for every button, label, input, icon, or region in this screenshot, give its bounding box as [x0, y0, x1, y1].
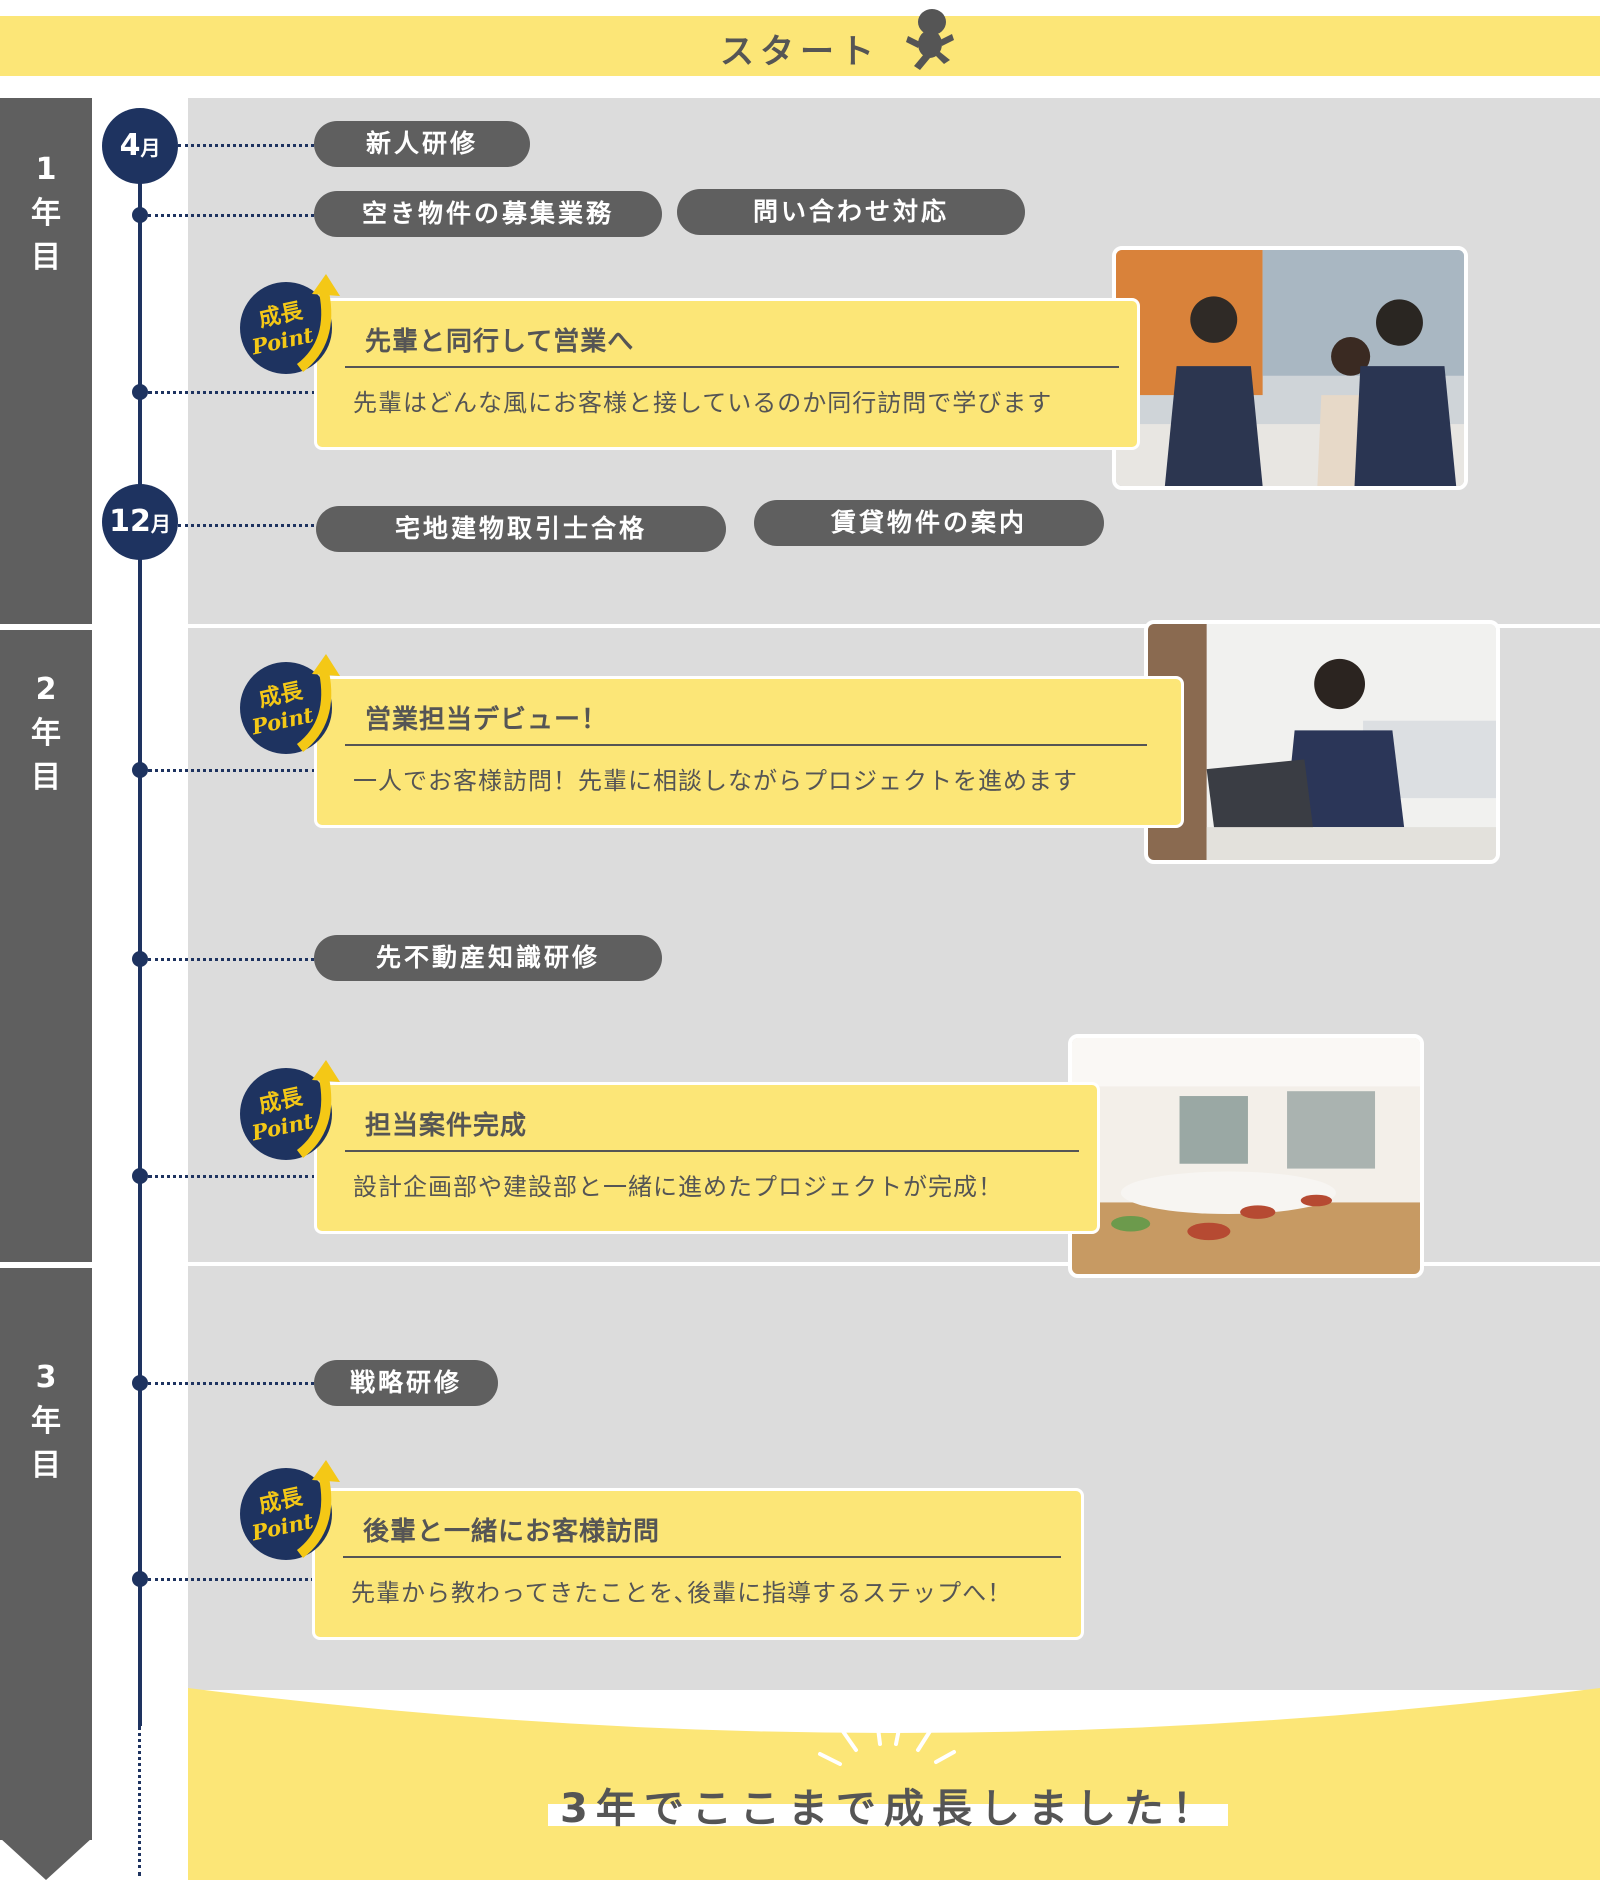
timeline-dot — [132, 1168, 148, 1184]
connector — [148, 1175, 316, 1178]
timeline-line — [138, 146, 142, 1726]
year3-column — [0, 1268, 92, 1840]
growth-arrow-icon: 成長 Point — [240, 274, 340, 374]
pill-vacancy-recruitment: 空き物件の募集業務 — [314, 191, 662, 237]
year1-label: 1 年 目 — [31, 152, 61, 275]
pill-rental-guide: 賃貸物件の案内 — [754, 500, 1104, 546]
card-text: 一人でお客様訪問！先輩に相談しながらプロジェクトを進めます — [353, 767, 1078, 795]
card-divider — [345, 744, 1147, 746]
growth-card-debut: 営業担当デビュー！ 一人でお客様訪問！先輩に相談しながらプロジェクトを進めます — [314, 676, 1184, 828]
card-divider — [345, 1150, 1079, 1152]
end-area — [188, 1688, 1600, 1880]
connector — [178, 524, 314, 527]
runner-icon — [906, 9, 954, 70]
timeline-dot — [132, 762, 148, 778]
card-title: 先輩と同行して営業へ — [365, 327, 635, 357]
timeline-dot — [132, 1375, 148, 1391]
year-arrow-tip — [0, 1838, 92, 1880]
sparkle-lines-icon — [818, 1710, 956, 1766]
pill-new-employee-training: 新人研修 — [314, 121, 530, 167]
photo-sales-meeting — [1144, 620, 1500, 864]
photo-office-colleagues — [1112, 246, 1468, 490]
timeline-dot — [132, 951, 148, 967]
photo-completed-project-room — [1068, 1034, 1424, 1278]
connector — [178, 144, 314, 147]
year1-column — [0, 98, 92, 624]
growth-point-badge: 成長 Point — [238, 652, 344, 758]
card-divider — [343, 1556, 1061, 1558]
connector — [148, 391, 316, 394]
connector — [148, 1382, 314, 1385]
start-label: スタート — [720, 32, 880, 72]
growth-arrow-icon: 成長 Point — [240, 1060, 340, 1160]
year3-label: 3 年 目 — [31, 1360, 61, 1483]
timeline-dotted-end — [138, 1726, 141, 1876]
card-text: 設計企画部や建設部と一緒に進めたプロジェクトが完成！ — [353, 1173, 1003, 1201]
timeline-dot — [132, 207, 148, 223]
growth-arrow-icon: 成長 Point — [240, 654, 340, 754]
card-text: 先輩から教わってきたことを､後輩に指導するステップへ！ — [351, 1579, 1013, 1607]
pill-strategy-training: 戦略研修 — [314, 1360, 498, 1406]
connector — [148, 214, 314, 217]
month-marker-april: 4月 — [102, 108, 178, 184]
timeline-dot — [132, 384, 148, 400]
connector — [148, 1578, 314, 1581]
card-title: 営業担当デビュー！ — [365, 705, 609, 735]
ending-message: 3年でここまで成長しました！ — [560, 1786, 1220, 1832]
growth-card-accompany: 先輩と同行して営業へ 先輩はどんな風にお客様と接しているのか同行訪問で学びます — [314, 298, 1140, 450]
timeline-dot — [132, 1571, 148, 1587]
year2-label: 2 年 目 — [31, 672, 61, 795]
growth-card-junior-visit: 後輩と一緒にお客様訪問 先輩から教わってきたことを､後輩に指導するステップへ！ — [312, 1488, 1084, 1640]
pill-realestate-training: 先不動産知識研修 — [314, 935, 662, 981]
growth-point-badge: 成長 Point — [238, 272, 344, 378]
start-banner — [0, 16, 1600, 76]
growth-point-badge: 成長 Point — [238, 1058, 344, 1164]
card-title: 後輩と一緒にお客様訪問 — [363, 1517, 661, 1547]
pill-license-pass: 宅地建物取引士合格 — [316, 506, 726, 552]
year2-column — [0, 630, 92, 1262]
month-marker-december: 12月 — [102, 484, 178, 560]
growth-card-project-complete: 担当案件完成 設計企画部や建設部と一緒に進めたプロジェクトが完成！ — [314, 1082, 1100, 1234]
card-divider — [345, 366, 1119, 368]
growth-point-badge: 成長 Point — [238, 1458, 344, 1564]
connector — [148, 769, 316, 772]
pill-inquiry-handling: 問い合わせ対応 — [677, 189, 1025, 235]
card-title: 担当案件完成 — [365, 1111, 528, 1141]
connector — [148, 958, 314, 961]
growth-arrow-icon: 成長 Point — [240, 1460, 340, 1560]
card-text: 先輩はどんな風にお客様と接しているのか同行訪問で学びます — [353, 389, 1053, 417]
end-highlight — [548, 1804, 1228, 1826]
